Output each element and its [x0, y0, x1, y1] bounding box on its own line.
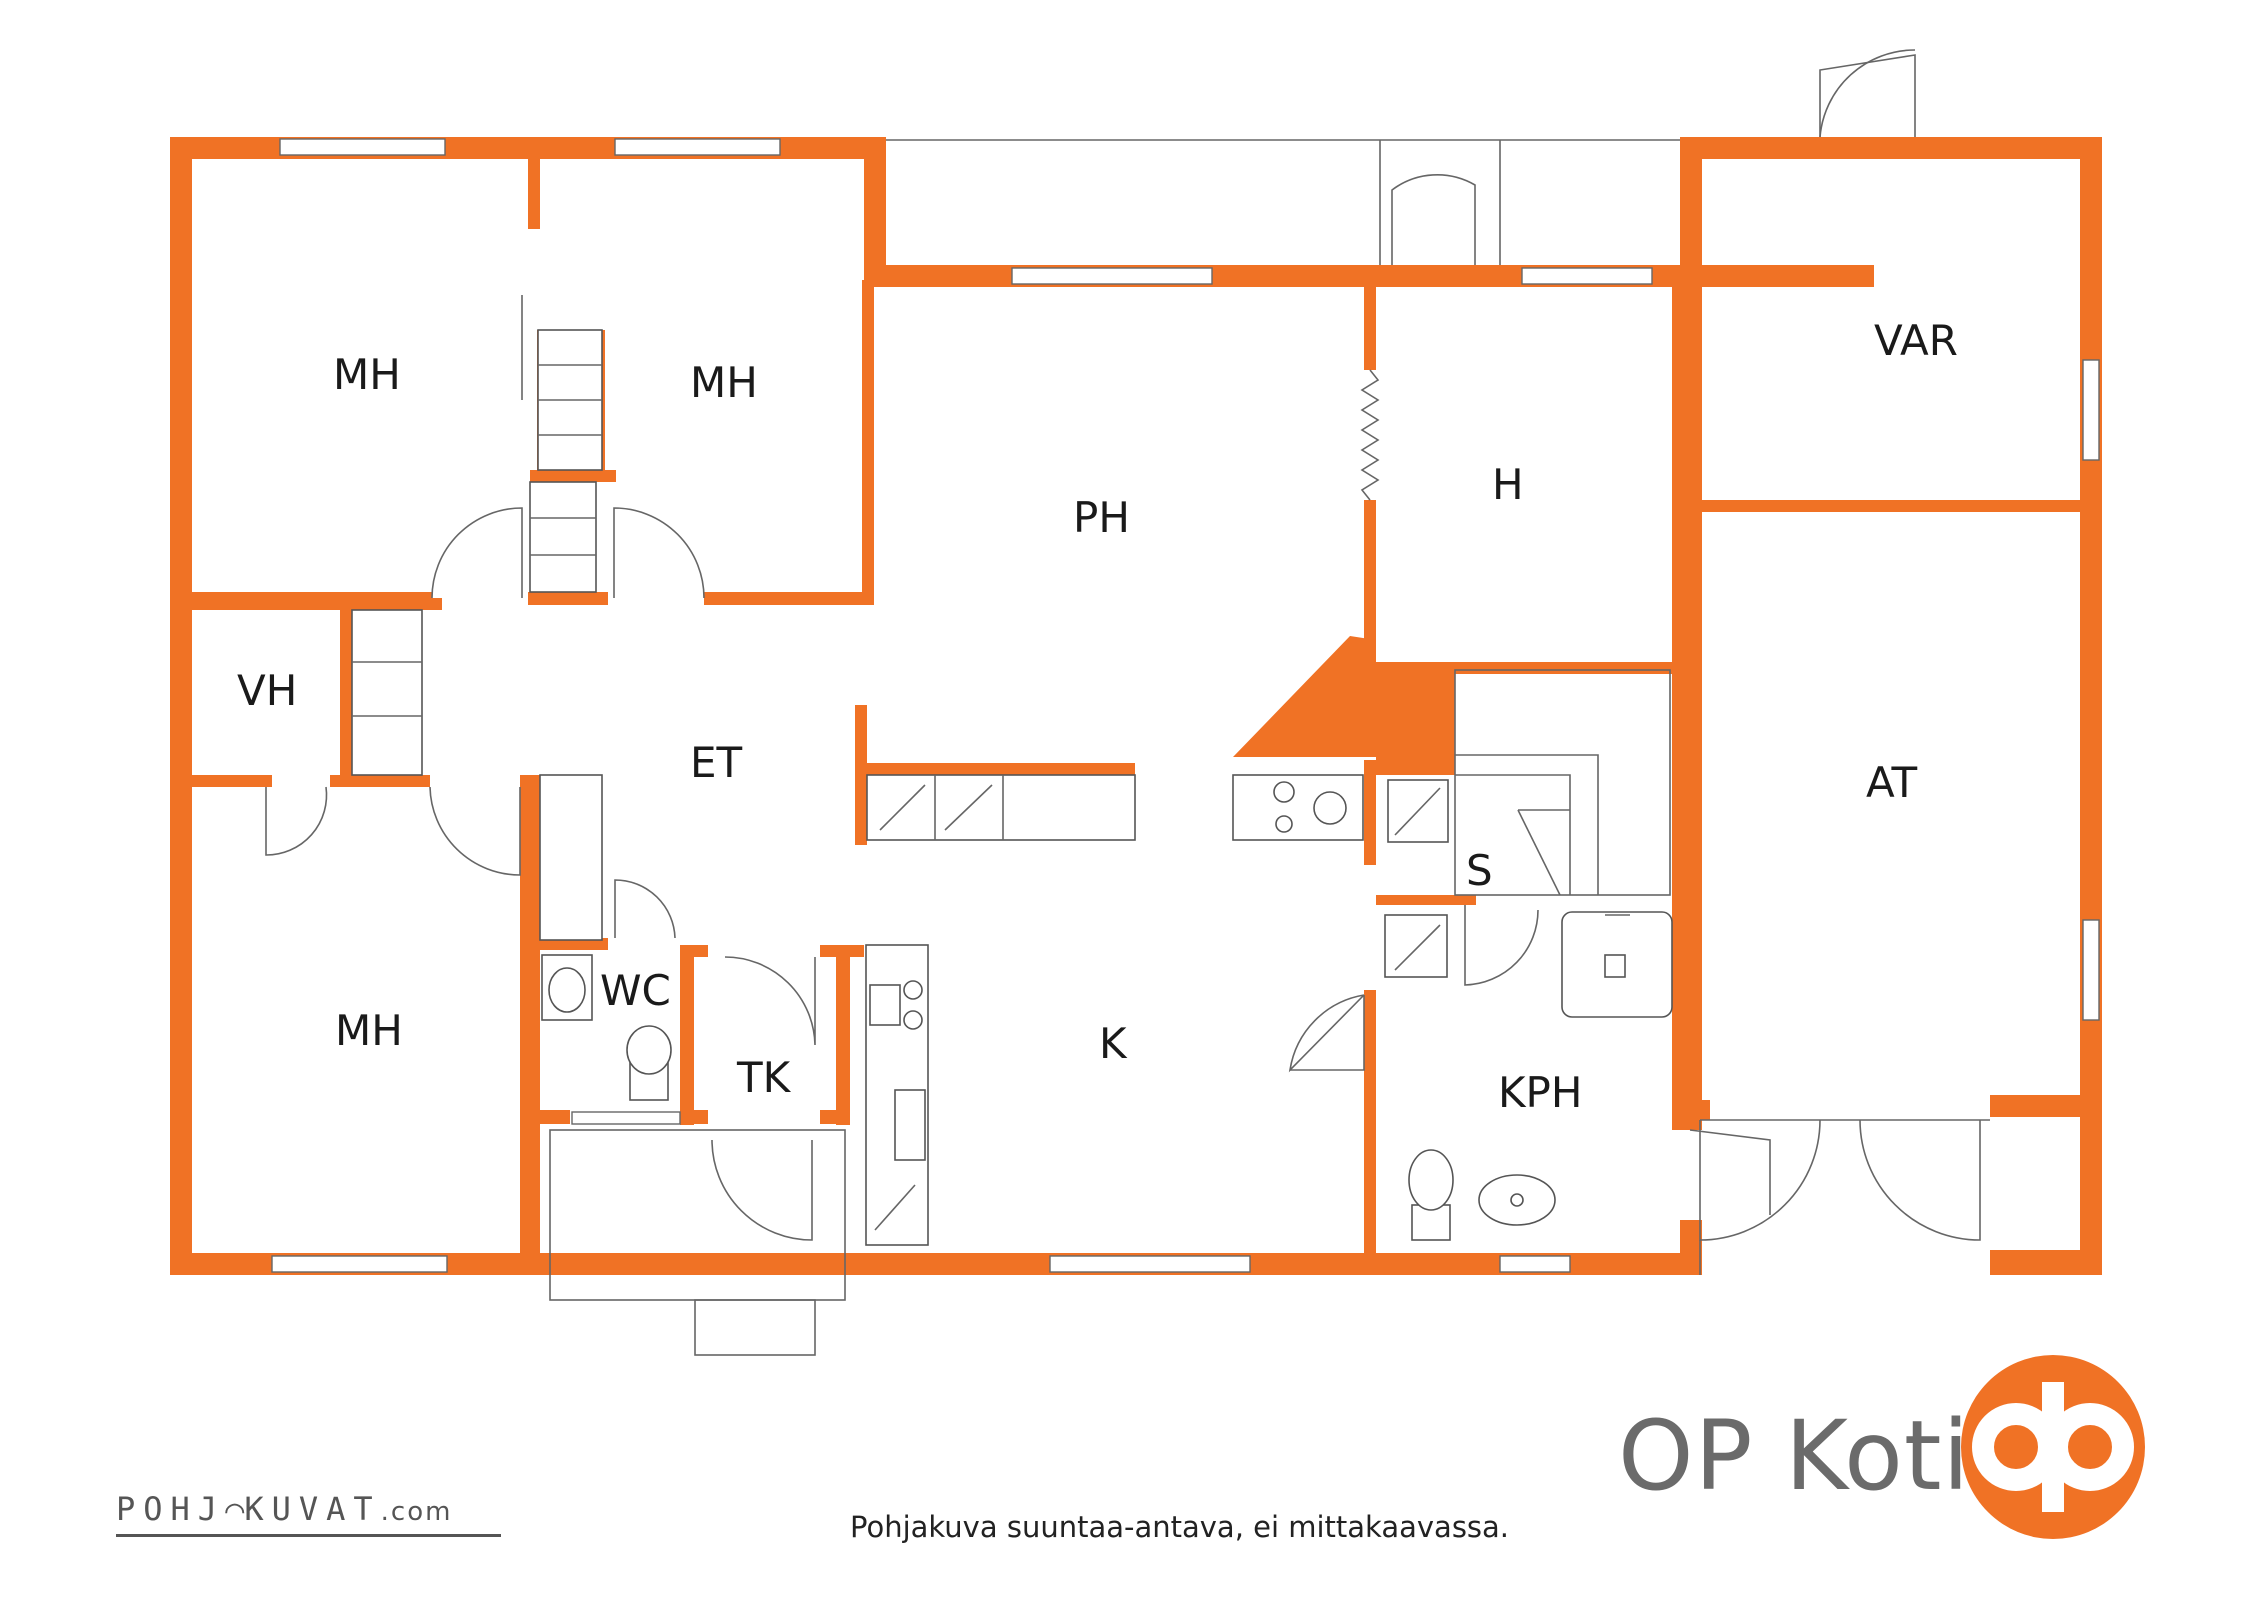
walls — [170, 137, 2102, 1275]
credit-suffix: .com — [380, 1497, 453, 1527]
credit-left: POHJ — [116, 1490, 226, 1528]
room-label-mh-1: MH — [333, 350, 401, 399]
room-label-h: H — [1492, 460, 1524, 509]
room-label-mh-2: MH — [690, 358, 758, 407]
windows — [271, 138, 2100, 1273]
room-label-tk: TK — [736, 1053, 792, 1102]
fixtures — [351, 295, 1673, 1246]
room-label-vh: VH — [237, 666, 297, 715]
credit-logo: POHJ⌒KUVAT.com — [116, 1490, 452, 1528]
room-label-mh-3: MH — [335, 1006, 403, 1055]
disclaimer-text: Pohjakuva suuntaa-antava, ei mittakaavas… — [850, 1510, 1510, 1544]
brand-name: OP Koti — [1618, 1400, 1971, 1512]
op-logo-icon — [1961, 1355, 2145, 1539]
credit-ramp-icon: ⌒ — [225, 1490, 245, 1528]
room-label-et: ET — [690, 738, 743, 787]
credit-underline — [116, 1534, 501, 1537]
room-label-kph: KPH — [1498, 1068, 1582, 1117]
credit-right: KUVAT — [244, 1490, 381, 1528]
room-label-k: K — [1099, 1019, 1128, 1068]
room-labels: MH MH PH H VAR VH ET AT S WC MH K TK KPH — [237, 316, 1958, 1117]
room-label-at: AT — [1866, 758, 1917, 807]
room-label-s: S — [1466, 846, 1493, 895]
room-label-var: VAR — [1874, 316, 1958, 365]
room-label-ph: PH — [1073, 493, 1130, 542]
room-label-wc: WC — [600, 966, 671, 1015]
door-arcs — [265, 49, 1990, 1356]
